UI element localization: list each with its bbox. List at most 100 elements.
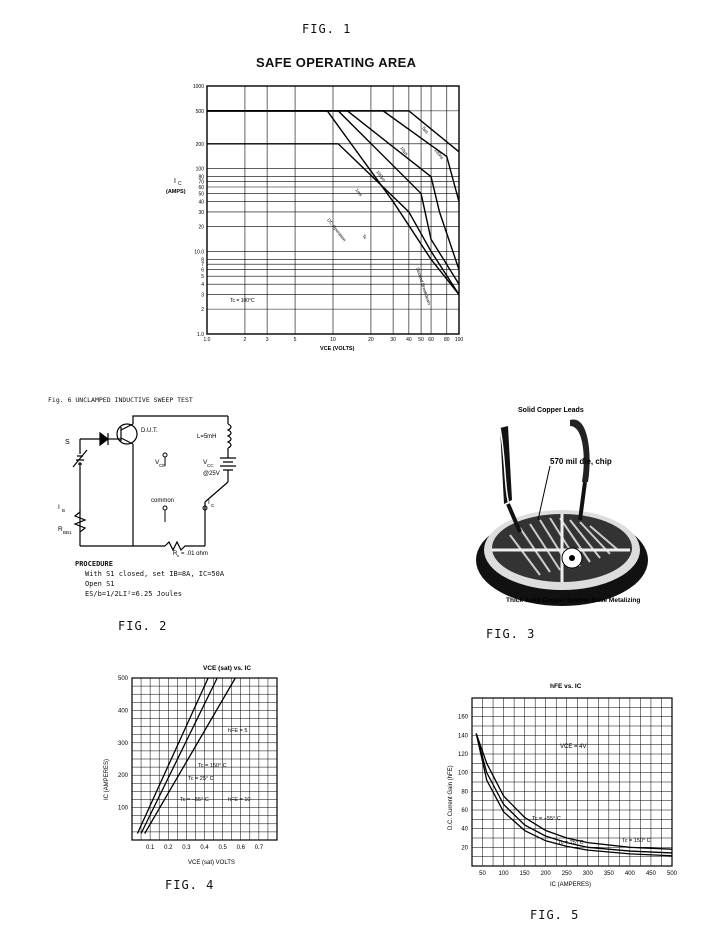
fig1-xtick-label: 3 [266,337,269,343]
fig2-procedure-title: PROCEDURE [75,560,113,568]
fig1-xtick-label: 100 [455,337,464,343]
fig3-caption: FIG. 3 [486,627,536,641]
fig1-curve-label-100ns: 100ns [433,148,445,161]
fig2-common-label: common [151,498,174,504]
fig1-ytick-label: 50 [198,192,204,198]
fig5-xtick-label: 400 [625,871,636,877]
fig1-title: SAFE OPERATING AREA [256,55,417,70]
fig3-label-chip: 570 mil die, chip [550,457,612,466]
transistor-symbol [116,423,138,445]
fig2-procedure-step1: With S1 closed, set IB=8A, IC=50A [85,570,225,578]
fig2-vce-label: V [155,459,160,466]
fig4-curve [144,677,236,834]
fig4-ann-hfe10: hFE = 10 [228,797,250,803]
fig5-xtick-label: 100 [499,871,510,877]
fig3-label-leads-1: Solid Copper Leads [518,407,584,414]
fig5-curve [475,733,673,850]
fig1-ytick-label: 40 [198,200,204,206]
fig1-xtick-label: 2 [244,337,247,343]
fig1-condition: Tc = 100°C [230,298,255,304]
fig4-xtick-label: 0.3 [182,845,191,851]
fig1-xtick-label: 5 [294,337,297,343]
fig1-soa-curve [207,110,460,153]
fig5-ytick-label: 100 [458,771,469,777]
fig1-xtick-label: 20 [368,337,374,343]
fig1-ytick-label: 1.0 [197,332,204,338]
inductor-symbol [226,423,232,449]
fig2-rs-label: R [173,551,178,557]
fig4-ann-hfe5: hFE = 5 [228,728,247,734]
fig4-ytick-label: 200 [118,773,129,779]
fig5-ann-150: Tc = 150° C [622,838,651,844]
fig1-ytick-label: 70 [198,179,204,185]
fig5-ylabel: D.C. Current Gain (hFE) [448,765,454,830]
fig1-ytick-label: 500 [196,109,205,115]
fig5-xtick-label: 200 [541,871,552,877]
fig3-device-photo: Solid Copper Leads 570 mil die, chip Thi… [476,407,648,606]
fig1-ytick-label: 20 [198,224,204,230]
fig2-ic-sub: C [211,503,215,508]
fig5-ytick-label: 40 [461,827,468,833]
fig5-ytick-label: 80 [461,789,468,795]
fig5-ytick-label: 20 [461,845,468,851]
fig5-xtick-label: 450 [646,871,657,877]
fig4-xtick-label: 0.1 [146,845,155,851]
fig1-ytick-label: 60 [198,185,204,191]
fig1-ytick-label: 80 [198,175,204,181]
fig4-caption: FIG. 4 [165,878,215,892]
fig1-xtick-label: 60 [428,337,434,343]
fig1-xtick-label: 80 [444,337,450,343]
fig4-xtick-label: 0.7 [255,845,264,851]
fig4-ytick-label: 300 [118,741,129,747]
fig5-ytick-label: 60 [461,808,468,814]
fig1-ytick-label: 4 [201,282,204,288]
fig2-rbb-sub: BB1 [63,530,72,535]
fig5-ann-25: Tc = 25° C [558,840,584,846]
fig5-title: hFE vs. IC [550,683,582,690]
fig2-rs-sub: s [177,553,179,557]
fig4-xtick-label: 0.4 [200,845,209,851]
fig5-ann-m55: Tc = −55° C [532,816,561,822]
fig4-ylabel: IC (AMPERES) [104,759,110,800]
fig2-procedure-step2: Open S1 [85,580,115,588]
fig4-ytick-label: 500 [118,676,129,682]
fig2-caption: FIG. 2 [118,619,168,633]
fig4-ann-150: Tc = 150° C [198,763,227,769]
fig1-xtick-label: 1.0 [204,337,211,343]
fig1-xtick-label: 30 [390,337,396,343]
fig1-ytick-label: 200 [196,142,205,148]
fig4-curve [140,677,218,834]
fig1-curve-label-1ms: 1ms [354,188,364,198]
fig5-ytick-label: 140 [458,733,469,739]
fig2-heading: Fig. 6 UNCLAMPED INDUCTIVE SWEEP TEST [48,396,193,404]
fig1-ytick-label: 100 [196,167,205,173]
fig5-condition: VCE = 4V [560,744,587,750]
fig5-xtick-label: 250 [562,871,573,877]
fig5-xtick-label: 300 [583,871,594,877]
fig5-xtick-label: 500 [667,871,678,877]
fig4-ann-25: Tc = 25° C [188,776,214,782]
fig1-xlabel: VCE (VOLTS) [320,346,355,352]
fig2-rs-value: = .01 ohm [181,551,208,557]
fig2-ib-sub: B [62,508,65,513]
fig2-s1-label: S [65,439,70,446]
fig1-curve-label-sb: Second Breakdown [415,267,432,306]
fig5-ytick-label: 160 [458,715,469,721]
diode-symbol [99,431,109,447]
fig4-ytick-label: 400 [118,708,129,714]
fig1-soa-curve [207,143,460,295]
fig1-ytick-label: 1000 [193,84,204,90]
fig2-procedure-step3: ES/b=1/2LI²=6.25 Joules [85,590,182,598]
fig1-ytick-label: 3 [201,293,204,299]
fig1-ytick-label: 10.0 [194,249,204,255]
resistor-rbb [73,510,87,546]
fig4-curve [136,677,209,834]
fig1-curve-label-tc: Tc [361,234,368,241]
fig2-vcc-label: V [203,459,208,466]
fig1-curve-label-dc: DC Operation [326,218,347,243]
fig4-xtick-label: 0.6 [237,845,246,851]
fig5-xtick-label: 350 [604,871,615,877]
fig3-lead-right [570,419,590,482]
fig1-caption: FIG. 1 [302,22,352,36]
